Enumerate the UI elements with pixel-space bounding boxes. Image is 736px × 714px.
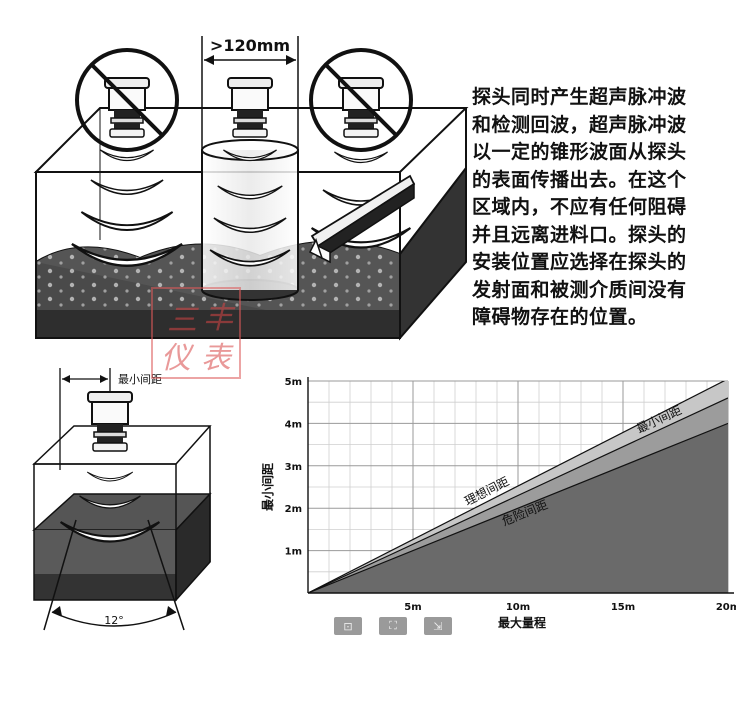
- y-tick-label: 5m: [285, 377, 302, 388]
- dimension-label: >120mm: [210, 36, 290, 55]
- x-tick-label: 5m: [404, 602, 421, 613]
- top-tank-illustration: >120mm: [33, 36, 469, 341]
- watermark-char: 表: [201, 341, 231, 376]
- description-line: 和检测回波，超声脉冲波: [472, 113, 687, 136]
- fit-icon: ⊡: [343, 619, 353, 633]
- y-axis-title: 最小间距: [260, 463, 275, 511]
- inlet-beam: [308, 174, 416, 264]
- description-line: 探头同时产生超声脉冲波: [472, 86, 687, 108]
- fullscreen-button[interactable]: ⛶: [379, 617, 407, 635]
- y-tick-label: 2m: [285, 504, 302, 515]
- fit-button[interactable]: ⊡: [334, 617, 362, 635]
- description-line: 安装位置应选择在探头的: [472, 251, 687, 273]
- watermark-char: 仪: [161, 341, 191, 376]
- bottom-left-tank-illustration: 12° 最小间距: [32, 368, 212, 631]
- x-tick-label: 10m: [506, 602, 530, 613]
- description-line: 的表面传播出去。在这个: [472, 168, 687, 191]
- y-tick-label: 4m: [285, 419, 302, 430]
- description-line: 并且远离进料口。探头的: [472, 223, 687, 246]
- watermark-char: 丰: [203, 301, 233, 336]
- y-tick-label: 3m: [285, 462, 302, 473]
- description-line: 障碍物存在的位置。: [472, 306, 648, 328]
- description-text: 探头同时产生超声脉冲波 和检测回波，超声脉冲波 以一定的锥形波面从探头 的表面传…: [472, 84, 732, 332]
- watermark-char: 三: [167, 303, 197, 338]
- fullscreen-icon: ⛶: [389, 619, 397, 632]
- angle-label: 12°: [104, 614, 124, 627]
- image-toolbar: ⊡ ⛶ ⇲: [334, 617, 452, 635]
- description-line: 区域内，不应有任何阻碍: [472, 196, 687, 218]
- prohibited-right-icon: [309, 48, 413, 152]
- probe-center-icon: [227, 77, 273, 138]
- x-tick-label: 15m: [611, 602, 635, 613]
- watermark-stamp: 三 丰 仪 表: [151, 287, 241, 379]
- series-line: [308, 422, 728, 593]
- series-line: [308, 397, 728, 593]
- y-tick-label: 1m: [285, 547, 302, 558]
- description-line: 以一定的锥形波面从探头: [472, 141, 687, 163]
- x-tick-label: 20m: [716, 602, 736, 613]
- x-axis-title: 最大量程: [498, 615, 546, 630]
- prohibited-left-icon: [75, 48, 179, 152]
- series-line: [308, 381, 726, 593]
- export-icon: ⇲: [433, 619, 443, 633]
- description-line: 发射面和被测介质间没有: [472, 278, 687, 301]
- probe-small-icon: [87, 391, 133, 452]
- export-button[interactable]: ⇲: [424, 617, 452, 635]
